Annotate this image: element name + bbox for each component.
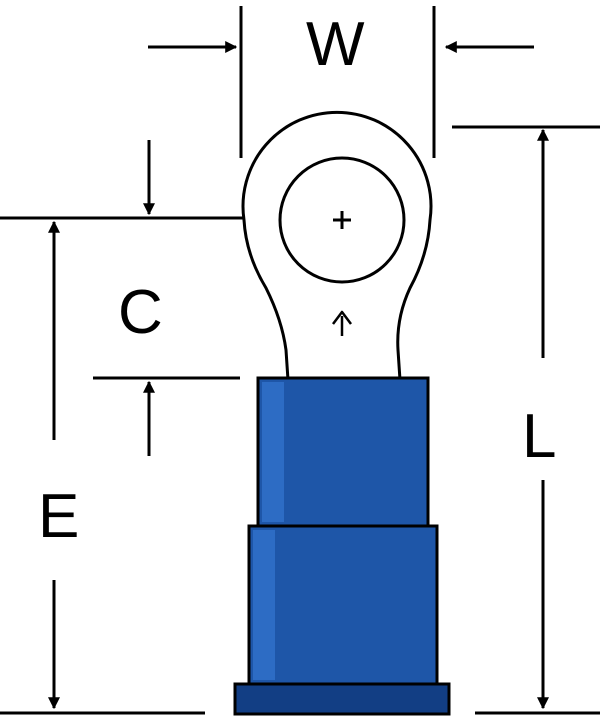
plus-icon [333, 211, 351, 229]
width-label: W [306, 10, 365, 79]
sleeve-lower [247, 524, 439, 686]
center-distance-label: C [118, 278, 163, 347]
up-arrow-icon [332, 310, 352, 336]
sleeve-lower-highlight [253, 530, 275, 680]
sleeve-flange [233, 682, 451, 716]
sleeve-upper-highlight [262, 382, 284, 522]
length-label: L [522, 402, 557, 471]
extension-label: E [38, 482, 80, 551]
insulation-sleeve [233, 376, 451, 716]
